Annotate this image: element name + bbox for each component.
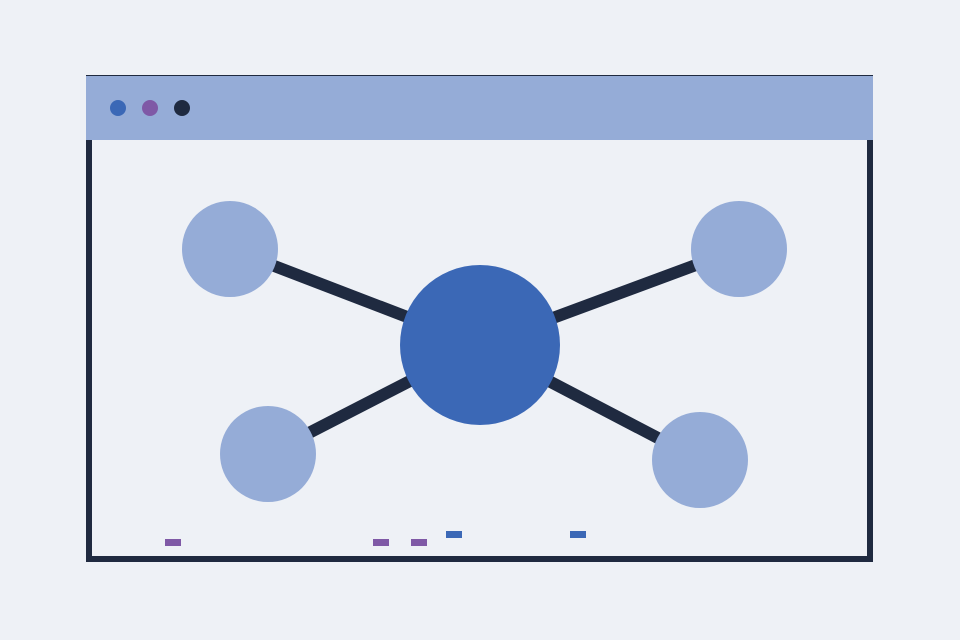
marker-blue-1 — [446, 531, 462, 538]
marker-purple-3 — [411, 539, 427, 546]
traffic-light-dark[interactable] — [174, 100, 190, 116]
window-controls — [110, 100, 190, 116]
leaf-node-bottom-right — [652, 412, 748, 508]
leaf-node-top-right — [691, 201, 787, 297]
window-titlebar — [86, 76, 873, 140]
marker-blue-2 — [570, 531, 586, 538]
traffic-light-purple[interactable] — [142, 100, 158, 116]
leaf-node-bottom-left — [220, 406, 316, 502]
traffic-light-blue[interactable] — [110, 100, 126, 116]
marker-purple-1 — [165, 539, 181, 546]
hub-node — [400, 265, 560, 425]
leaf-node-top-left — [182, 201, 278, 297]
leaf-nodes — [182, 201, 787, 508]
bottom-markers — [165, 531, 586, 546]
marker-purple-2 — [373, 539, 389, 546]
